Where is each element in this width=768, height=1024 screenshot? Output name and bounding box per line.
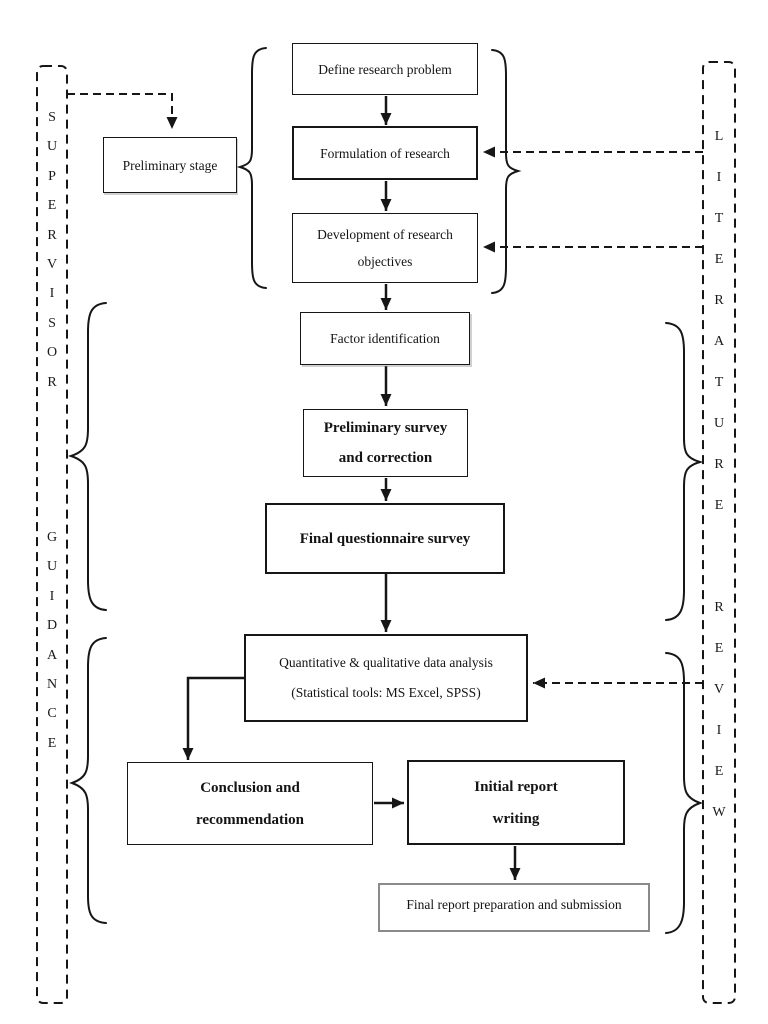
box-label-line1: Conclusion and (200, 779, 300, 796)
box-initial-report-writing: Initial report writing (407, 760, 625, 845)
dashed-arrow-supervisor-to-preliminary-stage (67, 93, 178, 129)
brace-literature-middle-group (665, 322, 704, 621)
brace-right-top-group (491, 49, 522, 294)
literature-dashed-frame (702, 61, 736, 1004)
brace-supervisor-bottom-group (69, 637, 107, 924)
box-preliminary-stage: Preliminary stage (103, 137, 237, 193)
box-label-line1: Preliminary survey (323, 420, 448, 436)
box-label: Define research problem (318, 61, 452, 77)
box-label: Final questionnaire survey (299, 530, 471, 547)
box-label-line1: Quantitative & qualitative data analysis (279, 655, 493, 670)
box-label: Final report preparation and submission (406, 897, 622, 912)
box-label-line2: writing (492, 810, 540, 827)
box-conclusion-and-recommendation: Conclusion and recommendation (127, 762, 373, 845)
box-label-line2: recommendation (195, 811, 305, 828)
box-label-line2: and correction (338, 450, 433, 466)
box-factor-identification: Factor identification (300, 312, 470, 365)
box-label: Formulation of research (320, 145, 450, 161)
box-label: Factor identification (330, 331, 440, 346)
supervisor-dashed-frame (36, 65, 68, 1004)
box-label: Preliminary stage (122, 157, 218, 173)
box-label-line1: Development of research (317, 227, 453, 242)
box-final-report-preparation-and-submission: Final report preparation and submission (378, 883, 650, 932)
box-label-line2: (Statistical tools: MS Excel, SPSS) (291, 685, 481, 700)
brace-supervisor-middle-group (67, 302, 107, 611)
brace-left-preliminary-stage (236, 47, 267, 289)
box-label-line1: Initial report (474, 778, 558, 795)
box-preliminary-survey-and-correction: Preliminary survey and correction (303, 409, 468, 477)
box-final-questionnaire-survey: Final questionnaire survey (265, 503, 505, 574)
box-development-of-research-objectives: Development of research objectives (292, 213, 478, 283)
brace-literature-bottom-group (665, 652, 703, 934)
flow-arrow-analysis-to-conclusion (182, 676, 245, 760)
box-label-line2: objectives (357, 254, 413, 269)
box-define-research-problem: Define research problem (292, 43, 478, 95)
box-formulation-of-research: Formulation of research (292, 126, 478, 180)
box-quantitative-qualitative-data-analysis: Quantitative & qualitative data analysis… (244, 634, 528, 722)
